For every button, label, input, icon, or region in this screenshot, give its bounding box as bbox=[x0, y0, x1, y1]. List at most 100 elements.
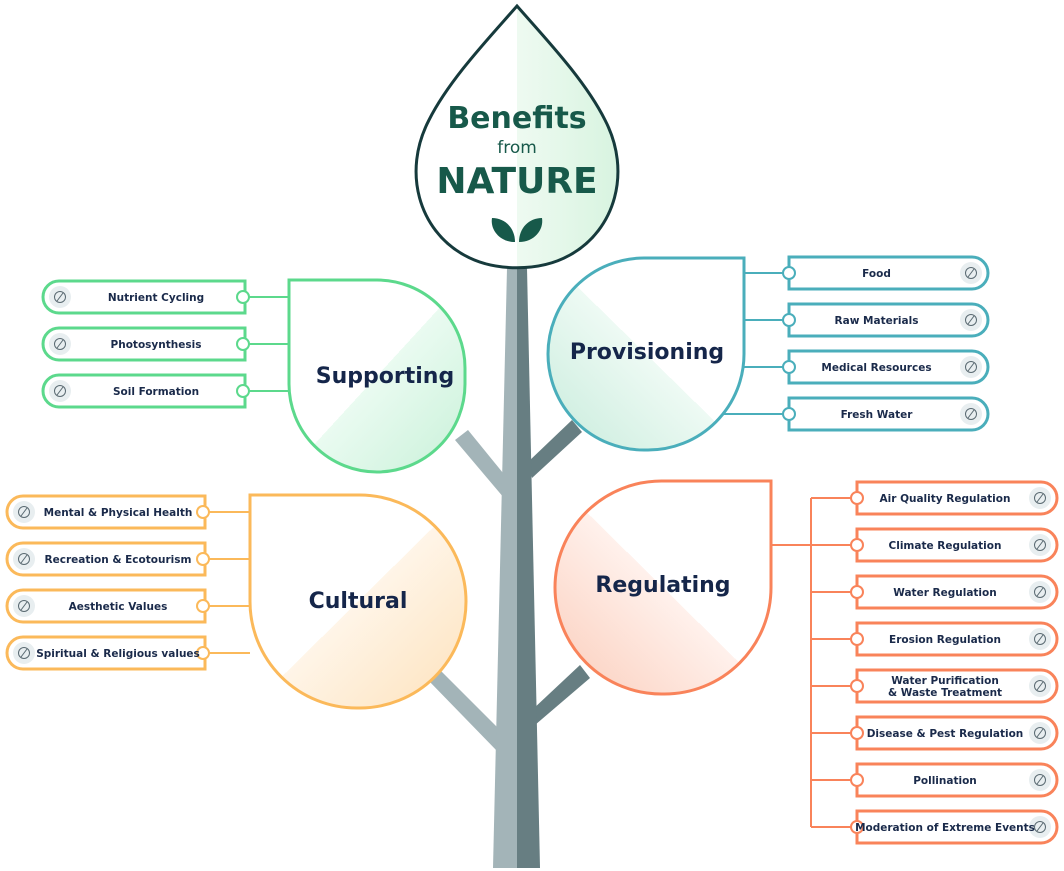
benefit-item[interactable]: Air Quality Regulation bbox=[850, 480, 1059, 516]
benefit-item-pill[interactable] bbox=[855, 574, 1059, 610]
erosion-icon bbox=[1029, 628, 1051, 650]
benefit-item-pill[interactable] bbox=[41, 279, 247, 315]
benefit-item-label: Climate Regulation bbox=[889, 540, 1002, 552]
benefit-item-label: Disease & Pest Regulation bbox=[867, 728, 1024, 740]
benefit-item-label: Nutrient Cycling bbox=[108, 292, 204, 304]
benefit-item-pill[interactable] bbox=[787, 349, 990, 385]
connector-node bbox=[782, 313, 796, 327]
nutrient-cycle-icon bbox=[49, 286, 71, 308]
benefit-item[interactable]: Photosynthesis bbox=[41, 326, 250, 362]
branch-provisioning bbox=[528, 420, 582, 478]
connector-node bbox=[850, 491, 864, 505]
connector-node bbox=[196, 505, 210, 519]
branch-cultural bbox=[428, 670, 500, 752]
connector-node bbox=[782, 360, 796, 374]
category-supporting: Supporting Nutrient CyclingPhotosynthesis… bbox=[41, 278, 467, 474]
frog-leaf-icon bbox=[1029, 722, 1051, 744]
benefit-item[interactable]: Recreation & Ecotourism bbox=[5, 541, 210, 577]
carrot-icon bbox=[960, 262, 982, 284]
regulating-label: Regulating bbox=[595, 573, 730, 598]
benefit-item[interactable]: Fresh Water bbox=[782, 396, 990, 432]
connector-node bbox=[850, 820, 864, 834]
storm-house-icon bbox=[1029, 816, 1051, 838]
benefit-item-label: Air Quality Regulation bbox=[880, 493, 1011, 505]
connector-node bbox=[196, 552, 210, 566]
benefit-item-pill[interactable] bbox=[855, 668, 1059, 704]
benefit-item-pill[interactable] bbox=[855, 480, 1059, 516]
branch-regulating bbox=[532, 665, 590, 725]
provisioning-leaf[interactable] bbox=[546, 256, 746, 452]
supporting-connectors bbox=[245, 296, 289, 392]
benefit-item-label: Water Regulation bbox=[893, 587, 996, 599]
connector-node bbox=[850, 632, 864, 646]
supporting-leaf[interactable] bbox=[287, 278, 467, 474]
supporting-label: Supporting bbox=[316, 364, 454, 389]
trunk-light bbox=[493, 268, 517, 868]
benefit-item[interactable]: Food bbox=[782, 255, 990, 291]
benefit-item-label: Spiritual & Religious values bbox=[36, 648, 200, 660]
benefit-item-pill[interactable] bbox=[5, 494, 207, 530]
benefit-item[interactable]: Water Regulation bbox=[850, 574, 1059, 610]
benefit-item[interactable]: Nutrient Cycling bbox=[41, 279, 250, 315]
benefit-item-label: Mental & Physical Health bbox=[44, 507, 193, 519]
benefit-item-label: Photosynthesis bbox=[111, 339, 202, 351]
cultural-label: Cultural bbox=[309, 589, 408, 614]
benefit-item-label: Pollination bbox=[913, 775, 977, 787]
benefit-item-pill[interactable] bbox=[855, 762, 1059, 798]
title-drop: Benefits from NATURE bbox=[414, 3, 620, 270]
benefit-item[interactable]: Moderation of Extreme Events bbox=[850, 809, 1059, 845]
benefit-item-label: Recreation & Ecotourism bbox=[45, 554, 192, 566]
benefit-item-pill[interactable] bbox=[787, 255, 990, 291]
benefit-item-pill[interactable] bbox=[787, 396, 990, 432]
benefit-item[interactable]: Medical Resources bbox=[782, 349, 990, 385]
benefit-item-label: Food bbox=[862, 268, 891, 280]
sprout-leaves-icon bbox=[491, 218, 543, 242]
benefit-item[interactable]: Aesthetic Values bbox=[5, 588, 210, 624]
connector-node bbox=[850, 538, 864, 552]
connector-node bbox=[850, 726, 864, 740]
benefit-item-pill[interactable] bbox=[855, 527, 1059, 563]
benefit-item-label: Soil Formation bbox=[113, 386, 199, 398]
benefit-item[interactable]: Water Purification& Waste Treatment bbox=[850, 668, 1059, 704]
connector-node bbox=[850, 773, 864, 787]
benefit-item-pill[interactable] bbox=[855, 621, 1059, 657]
benefit-item-label: Medical Resources bbox=[821, 362, 931, 374]
connector-node bbox=[236, 290, 250, 304]
cultural-connectors bbox=[205, 511, 250, 654]
benefit-item-pill[interactable] bbox=[855, 715, 1059, 751]
benefit-item-label: Aesthetic Values bbox=[69, 601, 168, 613]
trunk-dark bbox=[517, 268, 540, 868]
connector-node bbox=[850, 679, 864, 693]
benefit-item[interactable]: Climate Regulation bbox=[850, 527, 1059, 563]
bee-icon bbox=[1029, 769, 1051, 791]
benefit-item[interactable]: Raw Materials bbox=[782, 302, 990, 338]
benefit-item-pill[interactable] bbox=[855, 809, 1059, 845]
regulating-leaf[interactable] bbox=[553, 479, 773, 696]
benefit-item-label: Raw Materials bbox=[835, 315, 919, 327]
benefit-item[interactable]: Disease & Pest Regulation bbox=[850, 715, 1059, 751]
benefit-item-pill[interactable] bbox=[41, 373, 247, 409]
logs-icon bbox=[960, 309, 982, 331]
benefit-item-label: Erosion Regulation bbox=[889, 634, 1001, 646]
title-drop-outline bbox=[414, 3, 620, 270]
sun-rain-cloud-icon bbox=[1029, 534, 1051, 556]
branch-supporting bbox=[455, 430, 512, 505]
water-filter-icon bbox=[1029, 675, 1051, 697]
benefit-item[interactable]: Mental & Physical Health bbox=[5, 494, 210, 530]
category-cultural: Cultural Mental & Physical HealthRecreati… bbox=[5, 493, 468, 710]
benefit-item[interactable]: Soil Formation bbox=[41, 373, 250, 409]
benefit-item[interactable]: Spiritual & Religious values bbox=[5, 635, 210, 671]
benefit-item[interactable]: Pollination bbox=[850, 762, 1059, 798]
benefit-item-pill[interactable] bbox=[5, 588, 207, 624]
benefit-item-pill[interactable] bbox=[41, 326, 247, 362]
regulating-connectors bbox=[771, 497, 857, 828]
benefit-item-pill[interactable] bbox=[5, 541, 207, 577]
benefit-item-pill[interactable] bbox=[787, 302, 990, 338]
cultural-leaf[interactable] bbox=[248, 493, 468, 710]
connector-node bbox=[196, 599, 210, 613]
benefit-item[interactable]: Erosion Regulation bbox=[850, 621, 1059, 657]
benefit-item-pill[interactable] bbox=[5, 635, 207, 671]
water-drops-icon bbox=[960, 403, 982, 425]
